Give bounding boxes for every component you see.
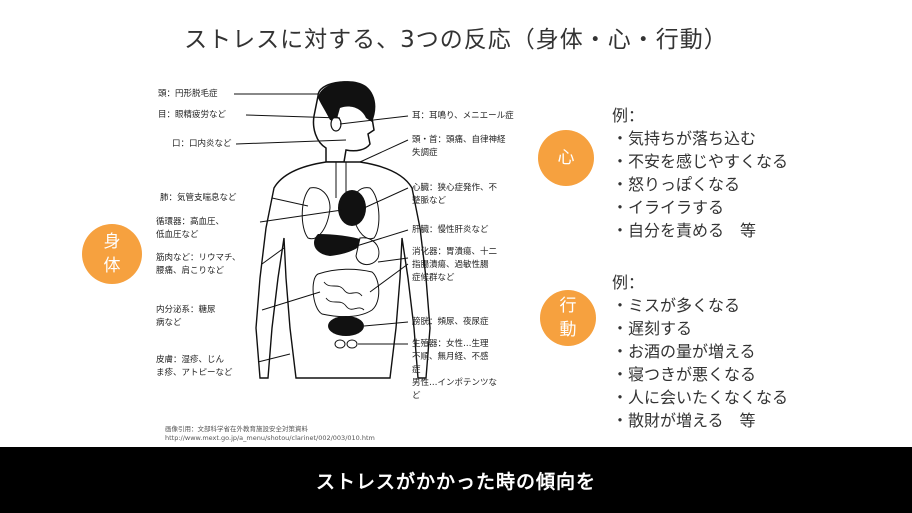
label-reproductive: 生殖器：女性…生理 不順、無月経、不感 症 男性…インポテンツな ど <box>412 339 498 401</box>
label-skin: 皮膚：湿疹、じん ま疹、アトピーなど <box>156 355 233 378</box>
action-example-list: 例： ・ミスが多くなる ・遅刻する ・お酒の量が増える ・寝つきが悪くなる ・人… <box>612 271 788 432</box>
list-item: ・怒りっぽくなる <box>612 175 741 194</box>
label-liver: 肝臓：慢性肝炎など <box>412 225 489 235</box>
label-digestive: 消化器：胃潰瘍、十二 指腸潰瘍、過敏性腸 症候群など <box>412 247 498 283</box>
list-item: ・遅刻する <box>612 319 693 338</box>
label-endocrine: 内分泌系：糖尿 病など <box>156 305 216 328</box>
human-body-illustration <box>234 81 431 379</box>
subtitle-bar: ストレスがかかった時の傾向を <box>0 447 912 513</box>
heart-example-list: 例： ・気持ちが落ち込む ・不安を感じやすくなる ・怒りっぽくなる ・イライラす… <box>612 104 788 242</box>
slide-title: ストレスに対する、3つの反応（身体・心・行動） <box>184 27 728 53</box>
list-item: ・人に会いたくなくなる <box>612 388 789 407</box>
label-head: 頭：円形脱毛症 <box>158 89 218 99</box>
body-diagram: 頭：円形脱毛症 目：眼精疲労など 口：口内炎など 肺：気管支喘息など 循環器：高… <box>150 78 530 418</box>
category-action-circle: 行 動 <box>540 290 596 346</box>
category-heart-circle: 心 <box>538 130 594 186</box>
label-muscle: 筋肉など：リウマチ、 腰痛、肩こりなど <box>156 253 241 276</box>
label-eye: 目：眼精疲労など <box>158 110 227 120</box>
heart-list-heading: 例： <box>612 106 645 125</box>
list-item: ・散財が増える 等 <box>612 411 756 430</box>
label-mouth: 口：口内炎など <box>172 139 232 149</box>
list-item: ・イライラする <box>612 198 725 217</box>
list-item: ・寝つきが悪くなる <box>612 365 757 384</box>
action-list-heading: 例： <box>612 273 645 292</box>
label-heart: 心臓：狭心症発作、不 整脈など <box>412 183 498 206</box>
list-item: ・気持ちが落ち込む <box>612 129 757 148</box>
list-item: ・ミスが多くなる <box>612 296 741 315</box>
image-source-note: 画像引用：文部科学省在外教育施設安全対策資料 http://www.mext.g… <box>165 425 375 442</box>
list-item: ・不安を感じやすくなる <box>612 152 789 171</box>
label-ear: 耳：耳鳴り、メニエール症 <box>412 111 514 121</box>
list-item: ・自分を責める 等 <box>612 221 757 240</box>
label-neck: 頭・首：頭痛、自律神経 失調症 <box>412 135 506 158</box>
slide: ストレスに対する、3つの反応（身体・心・行動） <box>82 27 789 442</box>
category-body-circle: 身 体 <box>82 224 142 284</box>
list-item: ・お酒の量が増える <box>612 342 756 361</box>
subtitle-text: ストレスがかかった時の傾向を <box>315 470 596 493</box>
label-lung: 肺：気管支喘息など <box>160 193 237 203</box>
label-bladder: 膀胱：頻尿、夜尿症 <box>412 317 489 327</box>
label-circulatory: 循環器：高血圧、 低血圧など <box>156 217 225 240</box>
